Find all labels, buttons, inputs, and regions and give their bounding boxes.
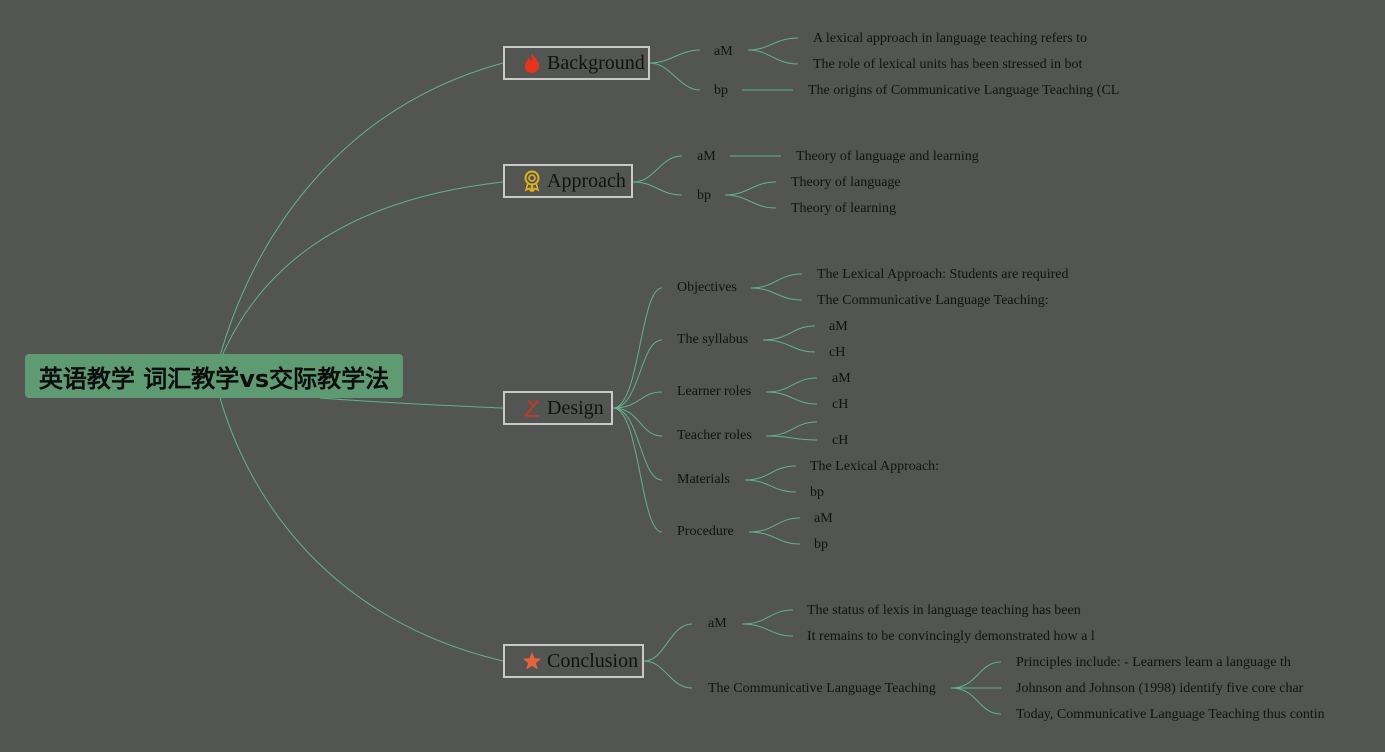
design-syllabus[interactable]: The syllabus	[677, 332, 749, 347]
design-procedure[interactable]: Procedure	[677, 524, 734, 539]
background-leaf-3[interactable]: The origins of Communicative Language Te…	[808, 83, 1120, 98]
branch-approach[interactable]: Approach	[503, 164, 633, 198]
star-icon	[521, 650, 543, 672]
design-objectives[interactable]: Objectives	[677, 280, 737, 295]
design-materials-leaf-1[interactable]: The Lexical Approach:	[810, 459, 940, 474]
conclusion-leaf-4[interactable]: Johnson and Johnson (1998) identify five…	[1016, 681, 1304, 696]
design-teacher-ch[interactable]: cH	[832, 433, 849, 448]
background-bp[interactable]: bp	[714, 83, 728, 98]
branch-background[interactable]: Background	[503, 46, 650, 80]
background-leaf-2[interactable]: The role of lexical units has been stres…	[813, 57, 1083, 72]
conclusion-leaf-3[interactable]: Principles include: - Learners learn a l…	[1016, 655, 1291, 670]
design-materials[interactable]: Materials	[677, 472, 730, 487]
background-leaf-1[interactable]: A lexical approach in language teaching …	[813, 31, 1088, 46]
design-learner-roles[interactable]: Learner roles	[677, 384, 752, 399]
design-learner-ch[interactable]: cH	[832, 397, 849, 412]
design-objectives-leaf-1[interactable]: The Lexical Approach: Students are requi…	[817, 267, 1069, 282]
branch-conclusion-label: Conclusion	[547, 649, 639, 672]
branch-conclusion[interactable]: Conclusion	[503, 644, 644, 678]
design-learner-am[interactable]: aM	[832, 371, 851, 386]
approach-bp[interactable]: bp	[697, 188, 711, 203]
approach-leaf-1[interactable]: Theory of language and learning	[796, 149, 979, 164]
design-procedure-bp[interactable]: bp	[814, 537, 828, 552]
approach-leaf-2[interactable]: Theory of language	[791, 175, 901, 190]
design-objectives-leaf-2[interactable]: The Communicative Language Teaching:	[817, 293, 1049, 308]
design-materials-bp[interactable]: bp	[810, 485, 824, 500]
conclusion-leaf-5[interactable]: Today, Communicative Language Teaching t…	[1016, 707, 1325, 722]
conclusion-clt[interactable]: The Communicative Language Teaching	[708, 681, 936, 696]
fire-icon	[521, 52, 543, 74]
design-syllabus-ch[interactable]: cH	[829, 345, 846, 360]
approach-am[interactable]: aM	[697, 149, 716, 164]
conclusion-am[interactable]: aM	[708, 616, 727, 631]
branch-approach-label: Approach	[547, 169, 626, 192]
conclusion-leaf-2[interactable]: It remains to be convincingly demonstrat…	[807, 629, 1095, 644]
design-procedure-am[interactable]: aM	[814, 511, 833, 526]
branch-design[interactable]: Design	[503, 391, 613, 425]
design-teacher-roles[interactable]: Teacher roles	[677, 428, 752, 443]
approach-leaf-3[interactable]: Theory of learning	[791, 201, 896, 216]
branch-design-label: Design	[547, 396, 604, 419]
design-syllabus-am[interactable]: aM	[829, 319, 848, 334]
conclusion-leaf-1[interactable]: The status of lexis in language teaching…	[807, 603, 1081, 618]
root-topic[interactable]: 英语教学 词汇教学vs交际教学法	[25, 354, 403, 398]
award-icon	[521, 170, 543, 192]
tools-icon	[521, 397, 543, 419]
background-am[interactable]: aM	[714, 44, 733, 59]
branch-background-label: Background	[547, 51, 645, 74]
root-title: 英语教学 词汇教学vs交际教学法	[38, 364, 390, 393]
